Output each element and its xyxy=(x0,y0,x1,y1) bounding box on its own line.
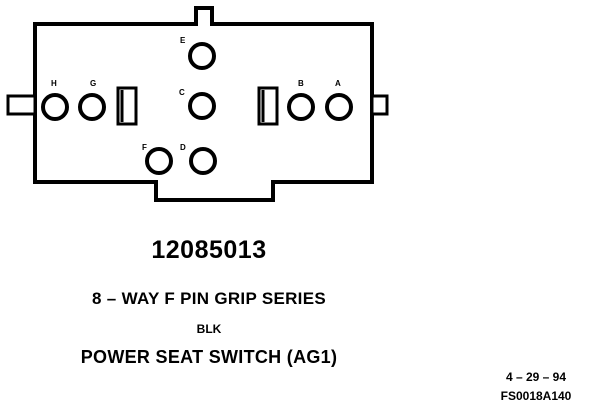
pin-f: F xyxy=(142,143,173,175)
reference-date: 4 – 29 – 94 xyxy=(505,370,567,384)
left-polarization-key xyxy=(116,86,138,126)
pin-b-label: B xyxy=(298,79,304,88)
pin-h-cavity xyxy=(41,93,69,121)
pin-f-label: F xyxy=(142,143,147,152)
part-number: 12085013 xyxy=(151,236,267,264)
pin-a: A xyxy=(325,79,353,121)
pin-c-label: C xyxy=(179,88,185,97)
right-lock-tab xyxy=(370,94,389,116)
pin-b-cavity xyxy=(287,93,315,121)
reference-code: FS0018A140 xyxy=(500,389,572,403)
pin-a-cavity xyxy=(325,93,353,121)
pin-e-label: E xyxy=(180,36,186,45)
pin-e: E xyxy=(180,36,216,70)
pin-f-cavity xyxy=(145,147,173,175)
pin-a-label: A xyxy=(335,79,341,88)
left-lock-tab xyxy=(6,94,37,116)
pin-h: H xyxy=(41,79,69,121)
connector-face-diagram: E H G C B A F D xyxy=(6,6,389,202)
pin-d-label: D xyxy=(180,143,186,152)
pin-h-label: H xyxy=(51,79,57,88)
pin-g: G xyxy=(78,79,106,121)
connector-function: POWER SEAT SWITCH (AG1) xyxy=(80,347,338,367)
pin-e-cavity xyxy=(188,42,216,70)
pin-d-cavity xyxy=(189,147,217,175)
connector-color-code: BLK xyxy=(196,322,222,336)
pin-b: B xyxy=(287,79,315,121)
pin-g-label: G xyxy=(90,79,96,88)
pin-c-cavity xyxy=(188,92,216,120)
connector-series: 8 – WAY F PIN GRIP SERIES xyxy=(92,289,326,308)
pin-c: C xyxy=(179,88,216,120)
pin-d: D xyxy=(180,143,217,175)
pin-g-cavity xyxy=(78,93,106,121)
right-polarization-key xyxy=(257,86,279,126)
